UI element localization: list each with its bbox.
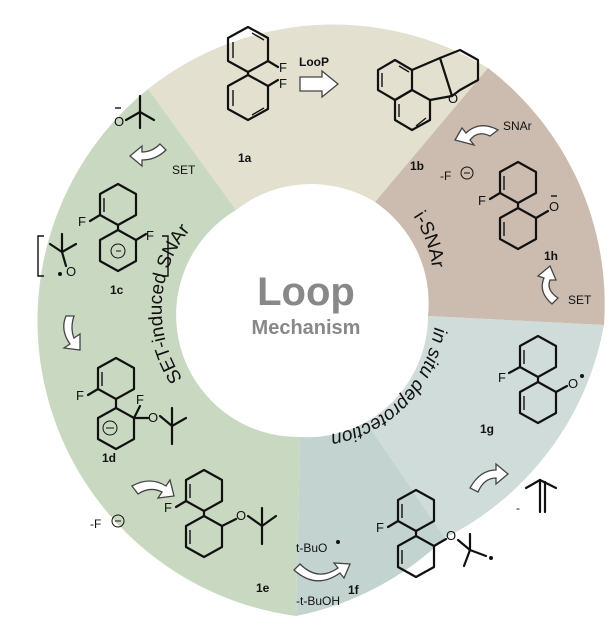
charge-minus-icon — [102, 420, 118, 436]
atom-f: F — [498, 370, 506, 385]
atom-o: O — [446, 528, 456, 543]
reagent-set: SET — [568, 293, 592, 307]
reagent-minus: - — [516, 501, 520, 515]
reagent-tbuoh: -t-BuOH — [296, 594, 340, 608]
atom-f: F — [478, 193, 486, 208]
radical-dot-icon — [336, 540, 340, 544]
atom-o: O — [448, 91, 458, 106]
ring-segment-bottom — [296, 422, 445, 616]
arrow-curved — [469, 462, 510, 493]
atom-f: F — [279, 60, 287, 75]
charge-minus-icon — [111, 514, 125, 528]
molecule-1f: F O — [376, 488, 493, 579]
atom-o: O — [148, 410, 158, 425]
atom-f: F — [376, 520, 384, 535]
molecule-1d: F F O — [76, 356, 188, 451]
center-title: Loop — [257, 270, 355, 314]
atom-f: F — [76, 388, 84, 403]
atom-f: F — [78, 214, 86, 229]
molecule-1b: O — [376, 48, 480, 132]
ring-segment-right-top — [375, 68, 605, 325]
molecule-1h: F O — [478, 160, 559, 251]
reagent-snar: SNAr — [503, 119, 532, 133]
arrow-curved — [62, 315, 81, 351]
radical-dot-icon — [489, 556, 493, 560]
center-disc — [184, 192, 428, 436]
ring — [37, 24, 605, 616]
arrow-curved — [454, 125, 500, 147]
atom-f: F — [136, 392, 144, 407]
ring-segment-top — [148, 24, 488, 210]
radical-dot-icon — [58, 272, 62, 276]
atom-f: F — [146, 228, 154, 243]
arrow-curved — [131, 478, 175, 499]
compound-label-1d: 1d — [102, 451, 116, 465]
compound-label-1a: 1a — [238, 151, 252, 165]
compound-label-1c: 1c — [110, 283, 124, 297]
atom-o: O — [66, 264, 76, 279]
charge-minus-icon — [110, 243, 126, 259]
compound-label-1e: 1e — [256, 581, 270, 595]
reagent-fluoride: -F — [440, 169, 451, 183]
molecule-1c: F F O — [37, 182, 169, 279]
radical-dot-icon — [580, 374, 584, 378]
molecule-1e: F O — [164, 468, 278, 559]
atom-f: F — [164, 500, 172, 515]
molecule-1a: F F — [226, 25, 287, 122]
compound-label-1f: 1f — [348, 583, 360, 597]
arrow-right — [299, 69, 340, 99]
center-subtitle: Mechanism — [252, 317, 361, 339]
atom-o: O — [114, 114, 124, 129]
compound-label-1g: 1g — [480, 422, 494, 436]
reagent-set: SET — [172, 163, 196, 177]
reagent-fluoride: -F — [90, 517, 101, 531]
tert-butoxide: O — [114, 94, 156, 130]
arrow-curved — [293, 562, 351, 582]
atom-o: O — [568, 376, 578, 391]
charge-minus-icon — [460, 166, 474, 180]
atom-o: O — [236, 508, 246, 523]
ring-segment-right-bottom — [366, 316, 604, 538]
compound-label-1b: 1b — [410, 159, 424, 173]
reagent-loop: LooP — [299, 55, 329, 69]
atom-f: F — [279, 76, 287, 91]
arrow-curved — [128, 143, 167, 168]
ring-segment-left — [37, 89, 300, 616]
compound-label-1h: 1h — [544, 249, 558, 263]
isobutene — [524, 478, 558, 514]
arrow-curved — [536, 264, 560, 305]
molecule-1g: F O — [498, 334, 584, 425]
atom-o-minus: O — [549, 199, 559, 214]
reagent-tbuo: t-BuO — [296, 541, 327, 555]
